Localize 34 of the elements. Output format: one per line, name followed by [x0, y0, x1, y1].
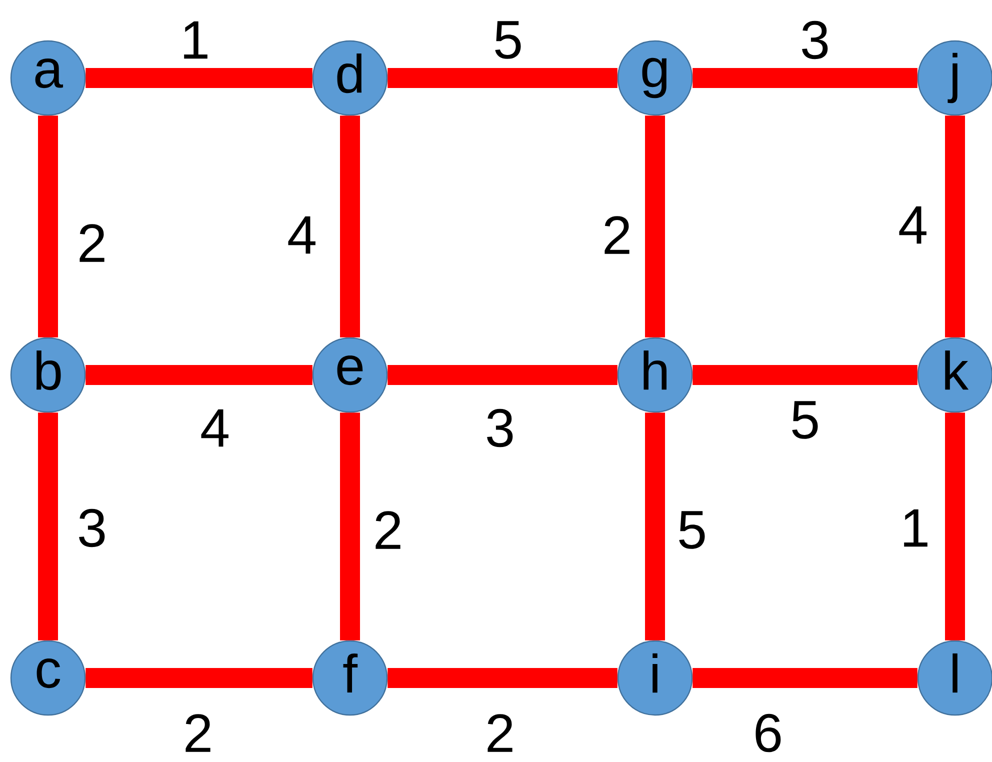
edge-label: 6: [752, 712, 784, 754]
edge-line: [388, 365, 618, 385]
edge-label: 1: [899, 508, 932, 548]
edge-label: 3: [76, 508, 108, 548]
edge-line: [692, 668, 918, 688]
edge-line: [388, 668, 618, 688]
edge-label: 4: [199, 408, 232, 448]
edge-line: [38, 412, 58, 640]
edge-label: 5: [492, 20, 524, 60]
edge-label: 2: [372, 510, 404, 550]
edge-line: [86, 68, 312, 88]
edge-line: [945, 412, 965, 640]
edge-line: [692, 365, 918, 385]
edge-line: [86, 365, 312, 385]
edge-line: [645, 116, 665, 338]
edge-label: 4: [286, 215, 318, 255]
edge-label: 2: [601, 215, 634, 255]
edge-line: [340, 412, 360, 640]
edge-label: 4: [897, 205, 930, 245]
edge-label: 5: [676, 510, 708, 550]
edge-label: 3: [799, 20, 832, 60]
edge-line: [388, 68, 618, 88]
edge-line: [945, 116, 965, 338]
edge-line: [86, 668, 312, 688]
edge-label: 2: [76, 223, 108, 263]
edge-label: 2: [484, 713, 516, 753]
edge-label: 1: [179, 20, 212, 60]
edge-label: 3: [484, 408, 516, 448]
edge-line: [340, 116, 360, 338]
edge-line: [692, 68, 918, 88]
edge-line: [645, 412, 665, 640]
edge-line: [38, 116, 58, 338]
edge-label: 5: [789, 400, 822, 440]
edge-label: 2: [182, 713, 214, 753]
